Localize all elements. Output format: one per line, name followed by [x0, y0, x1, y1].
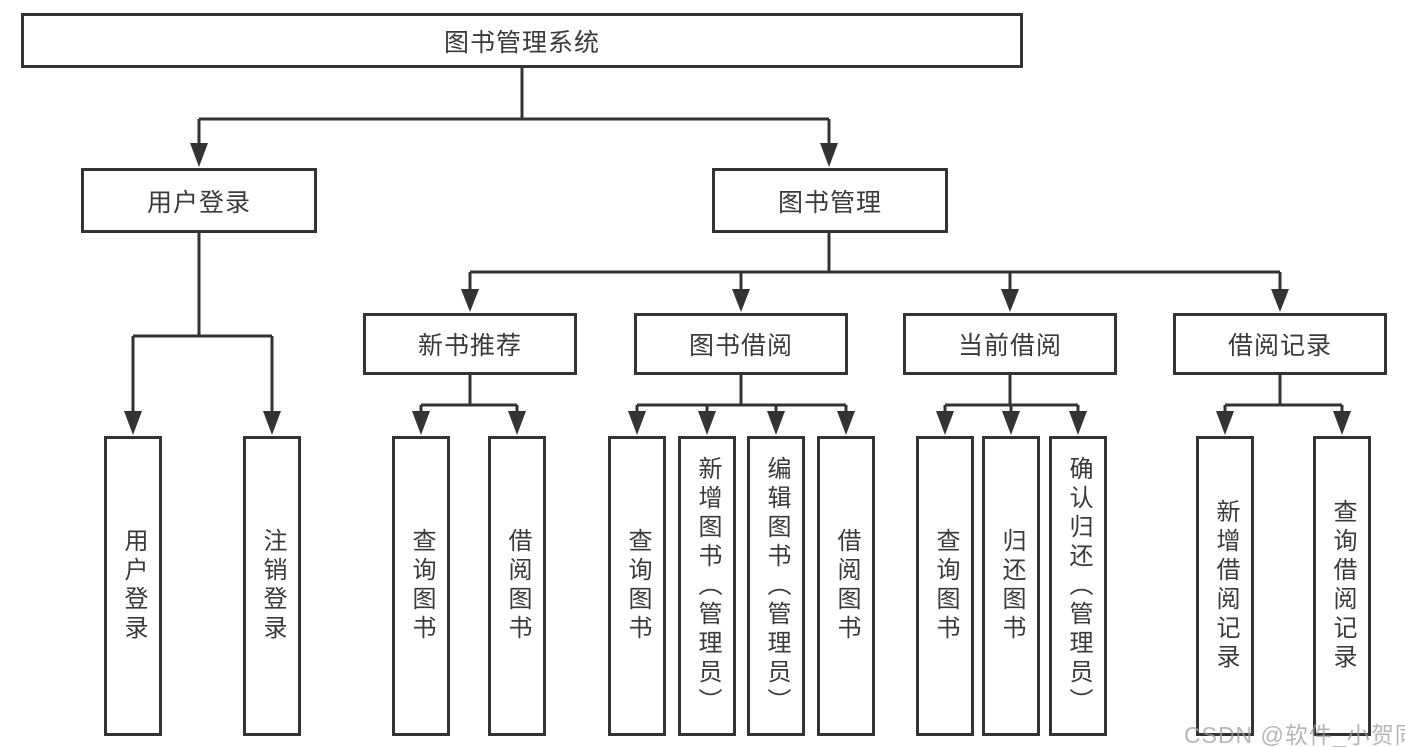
arrowhead-icon — [628, 411, 646, 435]
node-leaf-borrow-add-admin: 新增图书（管理员） — [678, 436, 736, 736]
connector-bookmgmt-to-level3 — [468, 233, 1282, 291]
node-leaf-records-query: 查询借阅记录 — [1313, 436, 1371, 736]
arrowhead-icon — [1001, 289, 1019, 312]
arrowhead-icon — [767, 411, 785, 435]
node-leaf-current-query: 查询图书 — [916, 436, 974, 736]
connector-borrowrecords-to-leaves — [1223, 374, 1344, 413]
node-book-management: 图书管理 — [712, 168, 948, 233]
connector-bookborrow-to-leaves — [635, 374, 848, 413]
arrowhead-icon — [698, 411, 716, 435]
node-leaf-newbooks-borrow: 借阅图书 — [488, 436, 546, 736]
arrowhead-icon — [190, 143, 208, 167]
node-root: 图书管理系统 — [21, 13, 1023, 68]
arrowhead-icon — [1271, 289, 1289, 312]
node-leaf-current-confirm-admin: 确认归还（管理员） — [1049, 436, 1107, 736]
arrowhead-icon — [837, 411, 855, 435]
node-user-login-group: 用户登录 — [81, 168, 317, 233]
node-leaf-user-login: 用户登录 — [104, 436, 162, 736]
node-leaf-logout: 注销登录 — [243, 436, 301, 736]
arrowhead-icon — [461, 289, 479, 312]
arrowhead-icon — [508, 411, 526, 435]
arrowhead-icon — [1333, 411, 1351, 435]
node-borrow-records: 借阅记录 — [1173, 313, 1387, 375]
node-leaf-current-return: 归还图书 — [982, 436, 1040, 736]
arrowhead-icon — [1069, 411, 1087, 435]
arrowhead-icon — [1002, 411, 1020, 435]
node-new-book-recommend: 新书推荐 — [363, 313, 577, 375]
arrowhead-icon — [820, 143, 838, 167]
node-leaf-borrow-borrow: 借阅图书 — [817, 436, 875, 736]
arrowhead-icon — [124, 411, 142, 435]
node-leaf-borrow-query: 查询图书 — [608, 436, 666, 736]
arrowheads — [124, 143, 1351, 435]
node-current-borrow: 当前借阅 — [903, 313, 1117, 375]
node-leaf-borrow-edit-admin: 编辑图书（管理员） — [747, 436, 805, 736]
connector-currentborrow-to-leaves — [943, 374, 1080, 413]
csdn-watermark: CSDN @软件_小贺同学 — [1184, 722, 1405, 747]
arrowhead-icon — [1216, 411, 1234, 435]
connector-newbooks-to-leaves — [419, 374, 519, 413]
arrowhead-icon — [412, 411, 430, 435]
connector-root-to-level2 — [197, 68, 831, 145]
arrowhead-icon — [732, 289, 750, 312]
connector-userlogin-to-leaves — [131, 233, 274, 413]
arrowhead-icon — [936, 411, 954, 435]
node-leaf-records-add: 新增借阅记录 — [1196, 436, 1254, 736]
node-book-borrow: 图书借阅 — [634, 313, 848, 375]
node-leaf-newbooks-query: 查询图书 — [392, 436, 450, 736]
arrowhead-icon — [263, 411, 281, 435]
